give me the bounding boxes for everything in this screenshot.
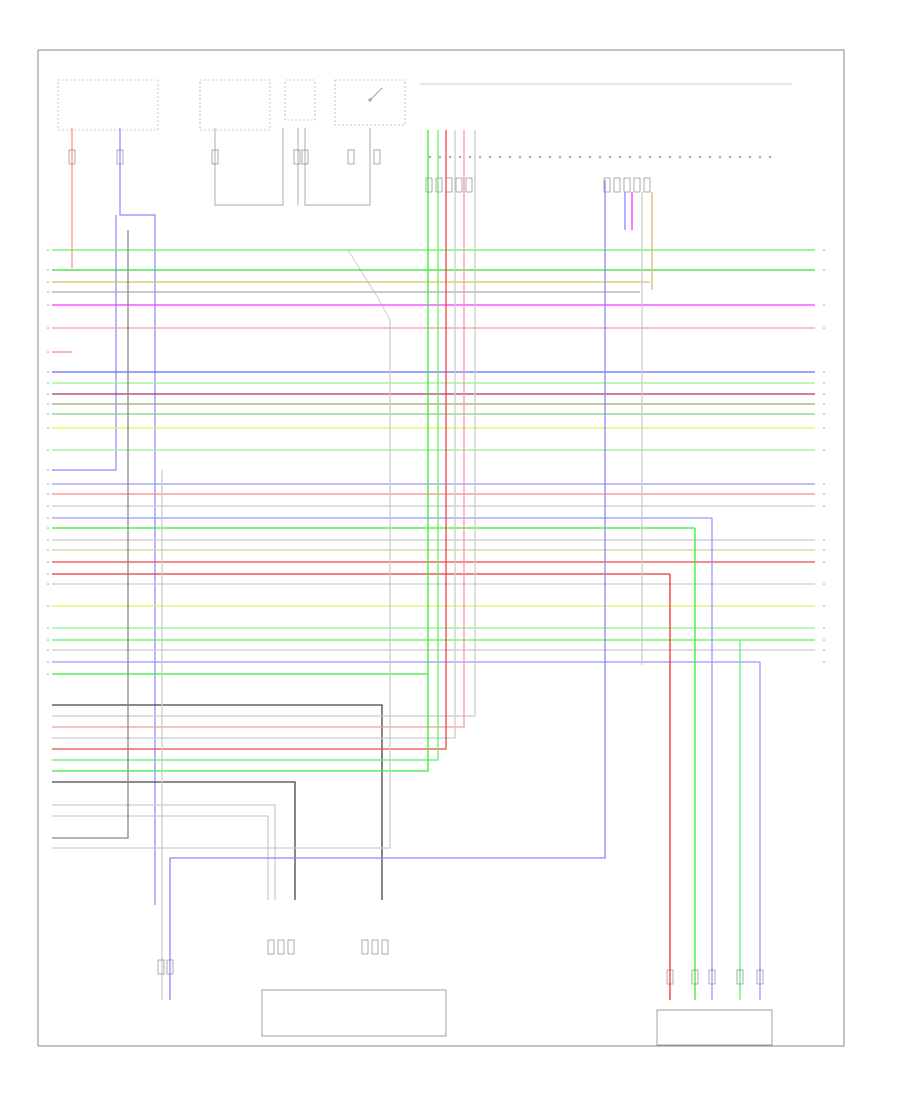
connector-markers [68,149,651,193]
left-wire-ticks [47,249,49,675]
right-vertical-wires [624,192,761,1000]
right-wire-ticks [823,249,825,663]
top-pin-row [428,155,772,159]
bottom-center-module [261,989,447,1037]
bottom-connector-markers [157,939,764,985]
leader-line [347,249,391,321]
top-fuse-box-group [57,79,406,131]
bottom-right-module [656,1009,773,1046]
diagram-frame [37,49,845,1047]
switch-symbol [368,87,383,102]
horizontal-wires [52,249,815,675]
lower-left-wires [52,130,606,1000]
top-vertical-wires [52,128,371,905]
